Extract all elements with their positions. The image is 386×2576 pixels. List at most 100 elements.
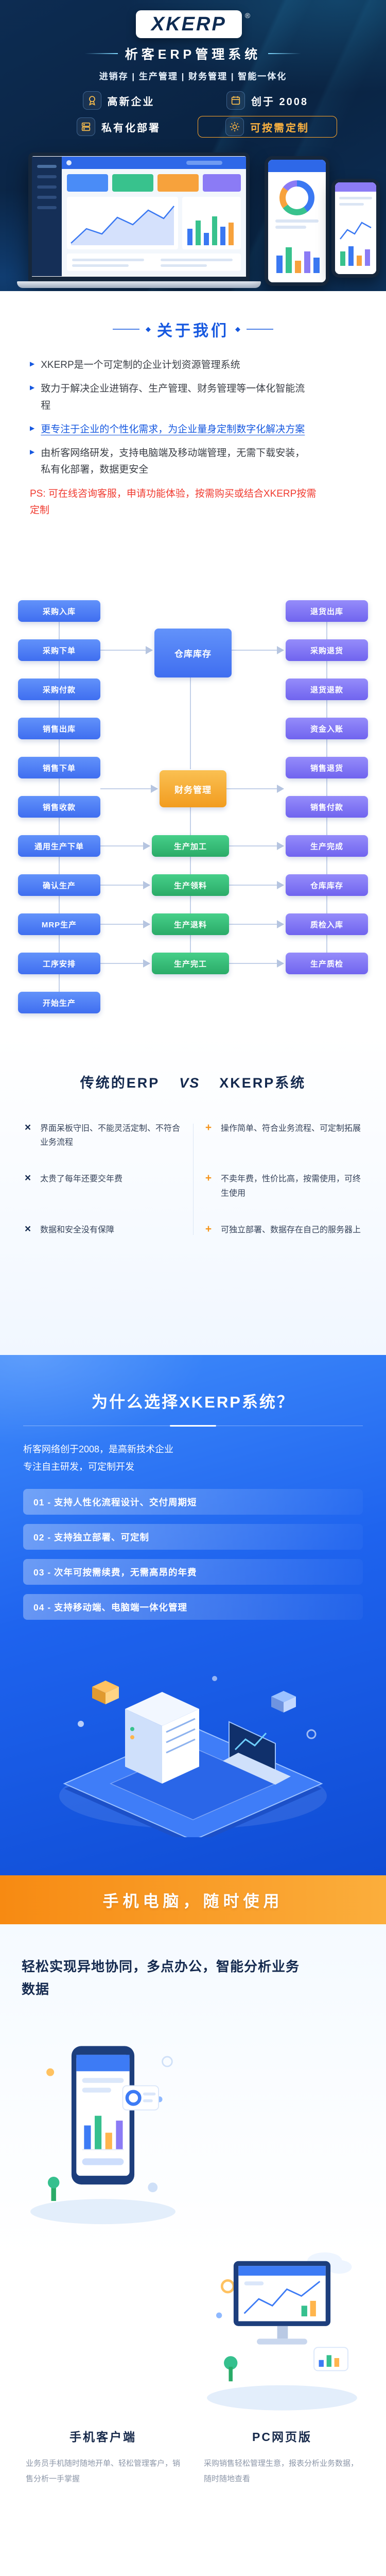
flow-box: MRP生产	[18, 913, 100, 935]
badge-label: 可按需定制	[250, 122, 309, 134]
dashboard-chart	[32, 157, 246, 276]
calendar-icon	[226, 91, 245, 110]
logo-text: XKERP	[151, 13, 226, 35]
badge-customizable: 可按需定制	[198, 116, 337, 138]
flow-box: 销售出库	[18, 718, 100, 739]
flow-box-finance: 财务管理	[160, 770, 226, 807]
banner-section: 手机电脑，随时使用	[0, 1875, 386, 1924]
about-section: ◆ 关于我们 ◆ ▶ XKERP是一个可定制的企业计划资源管理系统 ▶ 致力于解…	[0, 291, 386, 582]
vs-title-left: 传统的ERP	[80, 1075, 160, 1091]
flow-box: 生产领料	[152, 874, 229, 896]
server-icon	[77, 117, 95, 136]
header-section: XKERP ® 析客ERP管理系统 进销存 | 生产管理 | 财务管理 | 智能…	[0, 0, 386, 291]
pc-web-card: PC网页版 采购销售轻松管理生意，报表分析业务数据，随时随地查看	[200, 2026, 364, 2486]
why-choose-section: 为什么选择XKERP系统？ 析客网络创于2008，是高新技术企业 专注自主研发，…	[0, 1355, 386, 1875]
triangle-bullet-icon: ▶	[30, 448, 35, 456]
plus-icon: +	[205, 1122, 212, 1133]
decor-line	[113, 329, 139, 330]
flow-box: 销售付款	[286, 796, 368, 818]
why-item: 02 - 支持独立部署、可定制	[23, 1524, 363, 1550]
phone-mockup-large	[265, 156, 329, 286]
ps-note: PS: 可在线咨询客服，申请功能体验，按需购买或结合XKERP按需定制	[30, 488, 317, 516]
bottom-heading: 轻松实现异地协同，多点办公，智能分析业务数据	[22, 1959, 300, 1997]
badge-label: 高新企业	[107, 96, 155, 108]
why-item: 03 - 次年可按需续费，无需高昂的年费	[23, 1559, 363, 1585]
vs-pro-item: + 可独立部署、数据存在自己的服务器上	[202, 1223, 364, 1237]
vs-pro-text: 可独立部署、数据存在自己的服务器上	[221, 1225, 361, 1234]
plus-icon: +	[205, 1223, 212, 1235]
device-mockups	[0, 142, 386, 291]
about-bullet-text: XKERP是一个可定制的企业计划资源管理系统	[41, 360, 240, 370]
logo: XKERP ®	[0, 0, 386, 38]
vs-con-text: 界面呆板守旧、不能灵活定制、不符合业务流程	[40, 1124, 181, 1147]
cross-icon: ×	[24, 1172, 31, 1184]
mobile-client-card: 手机客户端 业务员手机随时随地开单、轻松管理客户，销售分析一手掌握	[22, 2026, 184, 2486]
plus-icon: +	[205, 1172, 212, 1184]
vs-title-vs: VS	[179, 1075, 200, 1091]
vs-title-right: XKERP系统	[219, 1075, 306, 1091]
phone-illustration	[30, 2046, 176, 2225]
cross-icon: ×	[24, 1223, 31, 1235]
about-bullet-text: 由析客网络研发，支持电脑端及移动端管理，无需下载安装，私有化部署，数据更安全	[41, 448, 305, 476]
laptop-mockup	[17, 152, 261, 288]
vs-pro-item: + 不卖年费，性价比高，按需使用，可终生使用	[202, 1172, 364, 1200]
decor-line	[84, 53, 118, 54]
badge-label: 私有化部署	[101, 122, 161, 134]
mobile-client-desc: 业务员手机随时随地开单、轻松管理客户，销售分析一手掌握	[26, 2459, 181, 2483]
flow-box: 质检入库	[286, 913, 368, 935]
flow-box: 生产加工	[152, 835, 229, 857]
flow-box: 退货出库	[286, 600, 368, 622]
pc-web-illustration	[200, 2026, 364, 2418]
header-subtitle-text: 析客ERP管理系统	[125, 47, 261, 62]
badge-grid: 高新企业 创于 2008 私有化部署	[49, 90, 337, 138]
why-item: 04 - 支持移动端、电脑端一体化管理	[23, 1594, 363, 1620]
flow-box: 生产退料	[152, 913, 229, 935]
pc-web-desc: 采购销售轻松管理生意，报表分析业务数据，随时随地查看	[204, 2459, 359, 2483]
isometric-platform-illustration	[59, 1676, 327, 1838]
flow-box: 销售下单	[18, 757, 100, 778]
flow-box: 生产完工	[152, 953, 229, 974]
decor-line	[247, 329, 273, 330]
about-title: 关于我们	[157, 323, 229, 340]
vs-pro-item: + 操作简单、符合业务流程、可定制拓展	[202, 1122, 364, 1149]
vs-con-item: × 太贵了每年还要交年费	[22, 1172, 184, 1200]
badge-private-deploy: 私有化部署	[49, 116, 188, 138]
about-list: ▶ XKERP是一个可定制的企业计划资源管理系统 ▶ 致力于解决企业进销存、生产…	[30, 357, 356, 479]
vs-con-text: 太贵了每年还要交年费	[40, 1175, 123, 1184]
list-item: ▶ 致力于解决企业进销存、生产管理、财务管理等一体化智能流程	[30, 381, 356, 414]
flow-box: 仓库库存	[286, 874, 368, 896]
client-cards: 手机客户端 业务员手机随时随地开单、轻松管理客户，销售分析一手掌握	[22, 2026, 364, 2486]
badge-label: 创于 2008	[251, 96, 309, 108]
mobile-client-illustration	[22, 2026, 184, 2418]
trademark-symbol: ®	[244, 11, 251, 20]
phone-mockup-small	[331, 179, 380, 278]
vs-con-item: × 数据和安全没有保障	[22, 1223, 184, 1237]
vs-con-item: × 界面呆板守旧、不能灵活定制、不符合业务流程	[22, 1122, 184, 1149]
vs-comparison-grid: × 界面呆板守旧、不能灵活定制、不符合业务流程 + 操作简单、符合业务流程、可定…	[22, 1122, 364, 1237]
flow-box: 开始生产	[18, 992, 100, 1013]
cross-icon: ×	[24, 1122, 31, 1133]
why-item: 01 - 支持人性化流程设计、交付周期短	[23, 1489, 363, 1515]
flow-box: 确认生产	[18, 874, 100, 896]
flowchart: 采购入库 采购下单 采购付款 销售出库 销售下单 销售收款 通用生产下单 确认生…	[15, 600, 371, 1018]
why-desc-line2: 专注自主研发，可定制开发	[23, 1462, 134, 1472]
vs-pro-text: 不卖年费，性价比高，按需使用，可终生使用	[221, 1175, 361, 1198]
flow-box-warehouse: 仓库库存	[154, 629, 232, 677]
gear-icon	[225, 117, 244, 136]
flow-box: 生产质检	[286, 953, 368, 974]
pc-web-title: PC网页版	[252, 2430, 312, 2444]
badge-founded: 创于 2008	[198, 90, 337, 111]
why-illustration	[23, 1631, 363, 1838]
triangle-bullet-icon: ▶	[30, 384, 35, 392]
flow-box: 销售退货	[286, 757, 368, 778]
flow-box: 采购付款	[18, 679, 100, 700]
header-subtitle: 析客ERP管理系统	[0, 44, 386, 63]
flow-box: 工序安排	[18, 953, 100, 974]
flow-box: 资金入账	[286, 718, 368, 739]
vs-title: 传统的ERP VS XKERP系统	[22, 1072, 364, 1092]
laptop-base	[17, 281, 261, 288]
list-item: ▶ 更专注于企业的个性化需求，为企业量身定制数字化解决方案	[30, 421, 356, 438]
about-bullet-text: 致力于解决企业进销存、生产管理、财务管理等一体化智能流程	[41, 383, 305, 411]
logo-box: XKERP	[135, 10, 242, 38]
